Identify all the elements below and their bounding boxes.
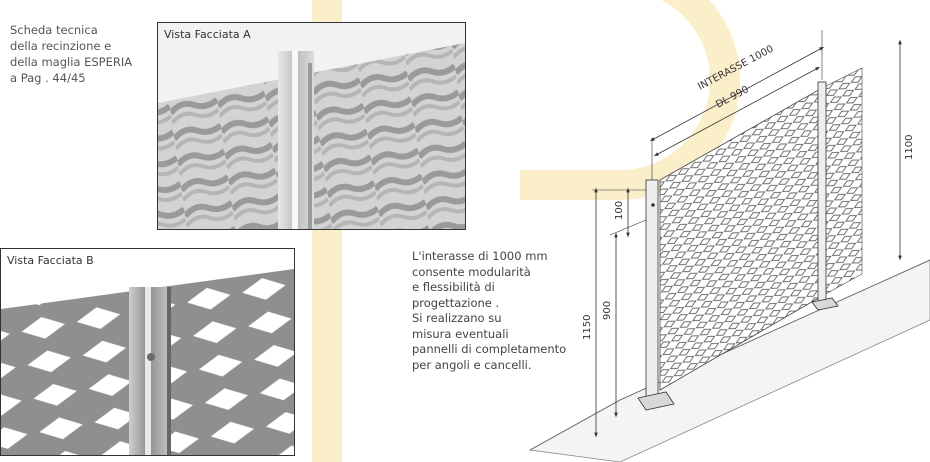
- intro-note: Scheda tecnica della recinzione e della …: [10, 22, 132, 86]
- description-line-1: L'interasse di 1000 mm: [412, 249, 548, 263]
- intro-line-4: a Pag . 44/45: [10, 71, 86, 85]
- photo-facade-a: Vista Facciata A: [157, 22, 466, 230]
- photo-a-image: [158, 23, 465, 229]
- description-line-8: per angoli e cancelli.: [412, 357, 532, 372]
- photo-facade-b: Vista Facciata B: [0, 248, 295, 456]
- description-line-3: e flessibilità di: [412, 280, 495, 294]
- label-1100: 1100: [904, 135, 915, 160]
- label-1150: 1150: [582, 315, 593, 340]
- description-line-7: pannelli di completamento: [412, 342, 567, 356]
- description-text: L'interasse di 1000 mm consente modulari…: [412, 249, 566, 373]
- intro-line-2: della recinzione e: [10, 39, 112, 53]
- dimension-dl: [653, 66, 821, 157]
- technical-drawing: INTERASSE 1000 DL 990 1100 100 900 1150: [528, 30, 930, 462]
- label-900: 900: [602, 301, 613, 320]
- label-interasse: INTERASSE 1000: [696, 44, 775, 93]
- photo-a-caption: Vista Facciata A: [164, 28, 251, 41]
- intro-line-1: Scheda tecnica: [10, 23, 98, 37]
- photo-b-image: [1, 249, 294, 455]
- description-line-2: consente modularità: [412, 264, 531, 279]
- intro-line-3: della maglia ESPERIA: [10, 55, 133, 69]
- label-100: 100: [614, 201, 625, 220]
- description-line-6: misura eventuali: [412, 326, 509, 341]
- description-line-5: Si realizzano su: [412, 311, 502, 325]
- description-line-4: progettazione .: [412, 295, 500, 310]
- photo-b-caption: Vista Facciata B: [7, 254, 94, 267]
